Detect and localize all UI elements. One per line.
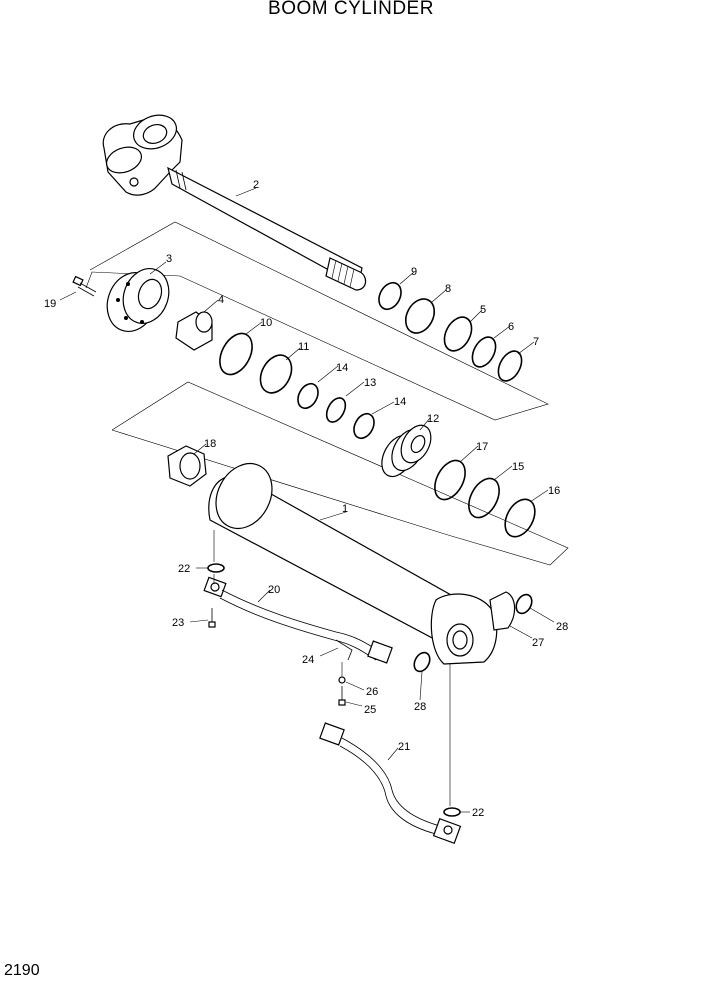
page-number: 2190 (4, 962, 40, 979)
callout-18: 18 (204, 438, 216, 450)
callout-14a: 14 (336, 362, 348, 374)
pipe-21 (319, 722, 462, 844)
callout-19: 19 (44, 298, 56, 310)
callout-1: 1 (342, 503, 348, 515)
callout-labels: 1 2 3 4 5 6 7 8 9 10 11 12 13 14 14 15 1… (44, 179, 568, 819)
callout-16: 16 (548, 485, 560, 497)
ring-7 (497, 350, 523, 382)
callout-25: 25 (364, 704, 376, 716)
callout-21: 21 (398, 741, 410, 753)
lower-assembly-guide-frame (111, 381, 569, 566)
callout-7: 7 (533, 336, 539, 348)
seal-5 (443, 316, 473, 352)
callout-8: 8 (445, 283, 451, 295)
ring-17 (434, 459, 466, 501)
callout-6: 6 (508, 321, 514, 333)
o-ring-13 (325, 397, 347, 423)
callout-24: 24 (302, 654, 314, 666)
rod-cover (106, 268, 170, 332)
callout-17: 17 (476, 441, 488, 453)
ring-6 (471, 336, 497, 368)
o-ring-22a (207, 563, 225, 573)
callout-22b: 22 (472, 807, 484, 819)
callout-4: 4 (218, 294, 224, 306)
diagram-title: BOOM CYLINDER (268, 0, 434, 19)
callout-11: 11 (298, 341, 309, 353)
callout-28b: 28 (414, 701, 426, 713)
ring-16 (504, 498, 536, 538)
bushing (175, 311, 213, 351)
piston-rod (102, 114, 367, 291)
bolt-25 (338, 686, 346, 706)
ring-28a (515, 593, 533, 615)
pipe-20 (203, 576, 393, 664)
ring-28b (413, 651, 431, 673)
callout-14b: 14 (394, 396, 406, 408)
backup-ring-11 (259, 354, 293, 394)
callout-10: 10 (260, 317, 272, 329)
cylinder-tube (208, 462, 516, 665)
callout-23: 23 (172, 617, 184, 629)
bolt-23 (208, 608, 216, 628)
callout-9: 9 (411, 266, 417, 278)
hex-bolt (72, 275, 97, 297)
backup-ring-14b (353, 412, 375, 440)
o-ring-22b (443, 807, 461, 817)
backup-ring-14a (297, 382, 319, 410)
upper-assembly-guide-frame (85, 221, 549, 421)
piston (381, 424, 432, 478)
callout-20: 20 (268, 584, 280, 596)
callout-28a: 28 (556, 621, 568, 633)
callout-3: 3 (166, 253, 172, 265)
leader-lines (59, 187, 555, 813)
wiper-8 (404, 298, 436, 334)
o-ring-10 (219, 332, 253, 376)
ring-9 (378, 281, 402, 311)
callout-26: 26 (366, 686, 378, 698)
lock-nut (167, 445, 207, 487)
washer-26 (338, 676, 346, 684)
callout-15: 15 (512, 461, 524, 473)
callout-13: 13 (364, 377, 376, 389)
callout-12: 12 (427, 413, 439, 425)
callout-22a: 22 (178, 563, 190, 575)
callout-27: 27 (532, 637, 544, 649)
ring-15 (468, 477, 500, 519)
callout-5: 5 (480, 304, 486, 316)
callout-2: 2 (253, 179, 259, 191)
